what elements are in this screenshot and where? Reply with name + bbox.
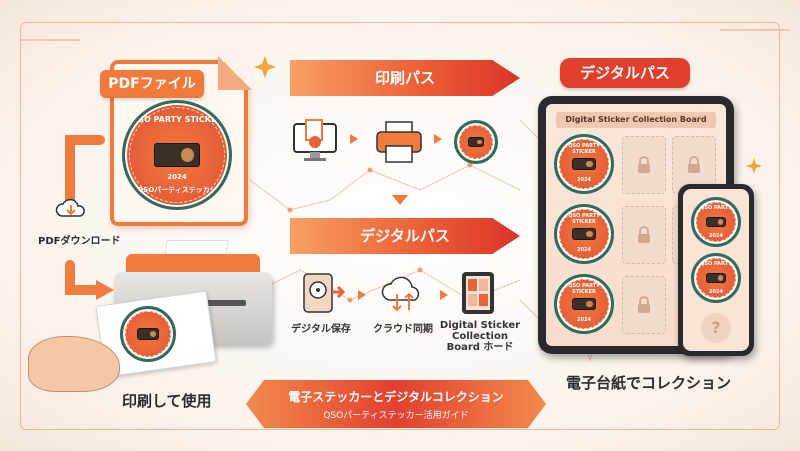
unknown-sticker-slot: ? xyxy=(701,313,731,343)
collection-board-title: Digital Sticker Collection Board xyxy=(556,112,716,128)
phone-sticker-1-year: 2024 xyxy=(709,233,723,239)
badge-bottom-text: QSOパーティステッカー xyxy=(137,186,217,194)
title-banner: 電子ステッカーとデジタルコレクション QSOパーティステッカー活用ガイド xyxy=(246,380,546,428)
digital-path-arrow: デジタルパス xyxy=(290,218,520,254)
locked-slot-3 xyxy=(622,206,666,264)
outer-frame xyxy=(20,22,780,430)
collection-board-label: Digital Sticker Collection Board ホード xyxy=(439,320,521,353)
tablet-screen: Digital Sticker Collection Board QSO PAR… xyxy=(546,104,726,346)
phone-sticker-2: QSO PARTY 2024 xyxy=(691,253,741,303)
page-title: 電子ステッカーとデジタルコレクション xyxy=(288,390,504,404)
hand-icon xyxy=(28,336,120,392)
print-use-label: 印刷して使用 xyxy=(122,392,212,410)
lock-icon xyxy=(688,156,700,173)
badge-year: 2024 xyxy=(167,173,187,181)
pdf-fold-corner xyxy=(218,56,252,90)
locked-slot-1 xyxy=(622,136,666,194)
page-subtitle: QSOパーティステッカー活用ガイド xyxy=(323,411,469,421)
step-arrow-icon-2 xyxy=(432,132,444,146)
sticker-2-year: 2024 xyxy=(577,247,591,253)
collected-sticker-3: QSO PARTY STICKER 2024 xyxy=(554,274,614,334)
sticker-3-top: QSO PARTY STICKER xyxy=(568,283,600,295)
pdf-download-label: PDFダウンロード xyxy=(38,236,121,247)
sticker-1-year: 2024 xyxy=(577,177,591,183)
radio-icon xyxy=(154,142,200,168)
pdf-file-tab: PDFファイル xyxy=(100,70,204,98)
step-arrow-icon-4 xyxy=(438,288,450,302)
monitor-pdf-icon xyxy=(292,118,338,162)
collected-sticker-2: QSO PARTY STICKER 2024 xyxy=(554,204,614,264)
phone-sticker-2-year: 2024 xyxy=(709,289,723,295)
digital-path-pill: デジタルパス xyxy=(560,58,690,88)
phone-device: QSO PARTY 2024 QSO PARTY 2024 ? xyxy=(678,184,754,356)
sticker-2-top: QSO PARTY STICKER xyxy=(568,213,600,225)
phone-sticker-1: QSO PARTY 2024 xyxy=(691,197,741,247)
collection-label: 電子台紙でコレクション xyxy=(566,374,732,392)
print-path-arrow: 印刷パス xyxy=(290,60,520,96)
cloud-download-icon xyxy=(54,196,88,222)
step-arrow-icon-3 xyxy=(356,288,368,302)
sticker-3-year: 2024 xyxy=(577,317,591,323)
tablet-board-icon xyxy=(460,270,496,316)
sticker-1-top: QSO PARTY STICKER xyxy=(568,143,600,155)
step-arrow-icon xyxy=(348,132,360,146)
sticker-result-icon xyxy=(454,120,498,164)
cloud-sync-icon xyxy=(378,272,428,316)
print-path-label: 印刷パス xyxy=(374,69,435,87)
badge-top-text: QSO PARTY STICKER xyxy=(131,115,223,124)
printer-small-icon xyxy=(374,120,424,164)
cloud-sync-label: クラウド同期 xyxy=(373,324,433,335)
printed-sticker-badge xyxy=(120,306,176,362)
phone-screen: QSO PARTY 2024 QSO PARTY 2024 ? xyxy=(683,189,749,351)
phone-sticker-2-top: QSO PARTY xyxy=(700,261,732,267)
locked-slot-5 xyxy=(622,276,666,334)
lock-icon xyxy=(638,296,650,313)
phone-sticker-1-top: QSO PARTY xyxy=(700,205,732,211)
hard-drive-icon xyxy=(300,272,346,316)
lock-icon xyxy=(638,226,650,243)
digital-path-label: デジタルパス xyxy=(360,227,450,245)
qso-sticker-badge: QSO PARTY STICKER 2024 QSOパーティステッカー xyxy=(122,100,232,210)
lock-icon xyxy=(638,156,650,173)
digital-save-label: デジタル保存 xyxy=(291,324,351,335)
collected-sticker-1: QSO PARTY STICKER 2024 xyxy=(554,134,614,194)
